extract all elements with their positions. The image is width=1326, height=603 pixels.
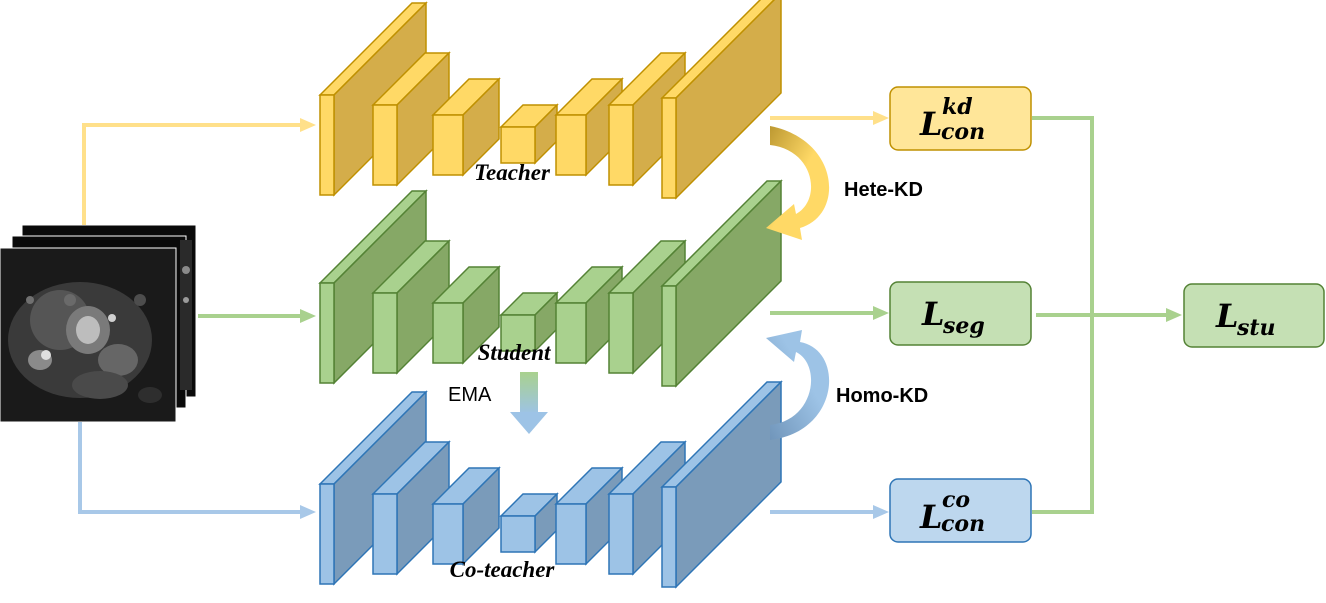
layer-5-front-face (555, 302, 587, 364)
student-network (318, 179, 783, 388)
layer-1-front-face (319, 282, 335, 384)
layer-6-front-face (608, 104, 634, 186)
layer-2-front-face (372, 292, 398, 374)
coteacher-network (318, 380, 783, 589)
student-label: Student (478, 340, 551, 365)
teacher-to-kd-loss-arrowhead (873, 111, 889, 125)
layer-2-front-face (372, 104, 398, 186)
ema-label: EMA (448, 384, 492, 406)
hete-kd-arrow (766, 126, 830, 240)
layer-1-front-face (319, 94, 335, 196)
layer-2-front-face (372, 493, 398, 575)
co-loss-symbol: L (919, 498, 943, 536)
input-to-coteacher-line (78, 422, 300, 514)
seg-loss-subscript: seg (942, 313, 985, 339)
layer-4-front-face (500, 515, 536, 553)
teacher-label: Teacher (474, 160, 551, 185)
homo-kd-arrow (766, 330, 830, 440)
stu-loss-box: L stu (1183, 283, 1325, 348)
input-to-teacher-arrowhead (300, 118, 316, 132)
input-to-teacher-line (82, 123, 300, 225)
input-image-stack (0, 224, 197, 423)
teacher-network (318, 0, 782, 200)
seg-loss-box: L seg (889, 281, 1032, 346)
layer-7-front-face (661, 486, 677, 588)
input-connections (78, 118, 316, 519)
layer-4-front-face (500, 126, 536, 164)
stu-loss-subscript: stu (1236, 315, 1276, 341)
layer-7-side-face (675, 380, 782, 589)
kd-loss-subscript: con (941, 119, 985, 145)
input-to-student-arrowhead (300, 309, 316, 323)
layer-1-front-face (319, 483, 335, 585)
mri-slice-image (8, 240, 192, 403)
layer-7-front-face (661, 97, 677, 199)
student-to-seg-loss-arrowhead (873, 306, 889, 320)
output-connections (770, 111, 1182, 519)
layer-6-front-face (608, 292, 634, 374)
kd-loss-symbol: L (919, 105, 943, 143)
layer-5-front-face (555, 114, 587, 176)
co-loss-subscript: con (941, 511, 985, 537)
input-to-coteacher-arrowhead (300, 505, 316, 519)
coteacher-to-co-loss-arrowhead (873, 505, 889, 519)
coteacher-label: Co-teacher (450, 557, 556, 582)
homo-kd-label: Homo-KD (836, 385, 928, 407)
layer-4-front-face (500, 314, 536, 352)
stu-loss-arrowhead (1166, 308, 1182, 322)
stu-loss-symbol: L (1215, 297, 1239, 335)
co-loss-box: L co con (889, 478, 1032, 543)
layer-7-side-face (675, 0, 782, 200)
layer-7-front-face (661, 285, 677, 387)
layer-3-front-face (432, 503, 464, 565)
co-loss-superscript: co (942, 487, 970, 513)
kd-loss-box: L kd con (889, 86, 1032, 151)
kd-loss-superscript: kd (942, 94, 973, 120)
ema-arrow (510, 372, 548, 434)
layer-3-front-face (432, 114, 464, 176)
layer-5-front-face (555, 503, 587, 565)
hete-kd-label: Hete-KD (844, 179, 923, 201)
layer-7-side-face (675, 179, 782, 388)
seg-loss-symbol: L (921, 295, 945, 333)
layer-3-front-face (432, 302, 464, 364)
layer-6-front-face (608, 493, 634, 575)
